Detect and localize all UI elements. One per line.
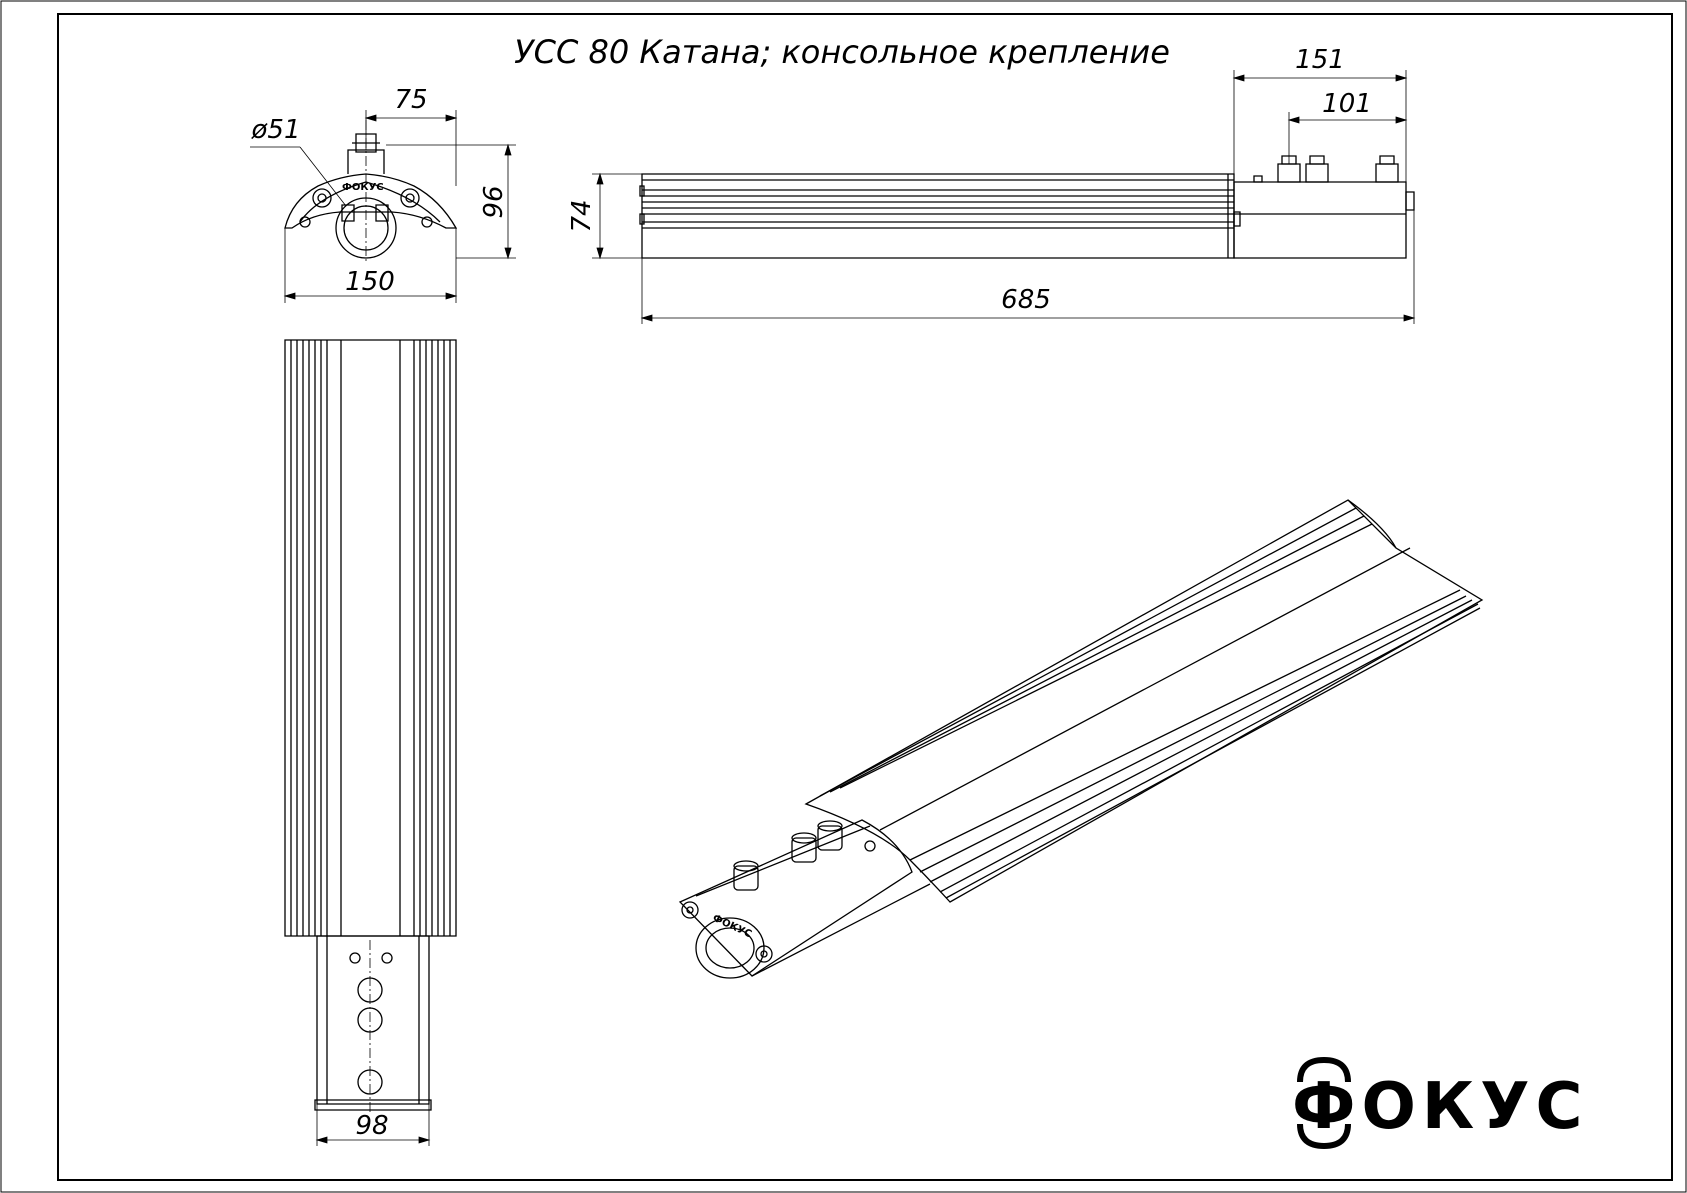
- dim-150: 150: [345, 267, 395, 297]
- end-view: ФОКУС: [285, 120, 456, 262]
- side-view-dimensions: [592, 70, 1414, 324]
- logo-emblem: [1300, 1060, 1348, 1146]
- dim-96: 96: [479, 185, 509, 218]
- end-view-dimensions: [250, 110, 516, 303]
- drawing-frame: [58, 14, 1672, 1180]
- dim-98: 98: [355, 1111, 388, 1141]
- isometric-view: ФОКУС: [680, 500, 1482, 978]
- side-view: [640, 156, 1414, 258]
- dim-151: 151: [1295, 45, 1345, 75]
- drawing-title: УСС 80 Катана; консольное крепление: [514, 33, 1170, 71]
- svg-text:ФОКУС: ФОКУС: [342, 182, 384, 193]
- dim-685: 685: [1001, 285, 1051, 315]
- plan-view: [285, 340, 456, 1112]
- dim-74: 74: [567, 199, 597, 232]
- company-logo: ФОКУС: [1292, 1060, 1589, 1146]
- plan-view-dimensions: [317, 1104, 429, 1146]
- svg-text:ФОКУС: ФОКУС: [711, 913, 753, 941]
- logo-text: ФОКУС: [1292, 1070, 1589, 1144]
- dim-diameter-51: ø51: [251, 115, 301, 145]
- dim-101: 101: [1322, 89, 1372, 119]
- dim-75: 75: [394, 85, 427, 115]
